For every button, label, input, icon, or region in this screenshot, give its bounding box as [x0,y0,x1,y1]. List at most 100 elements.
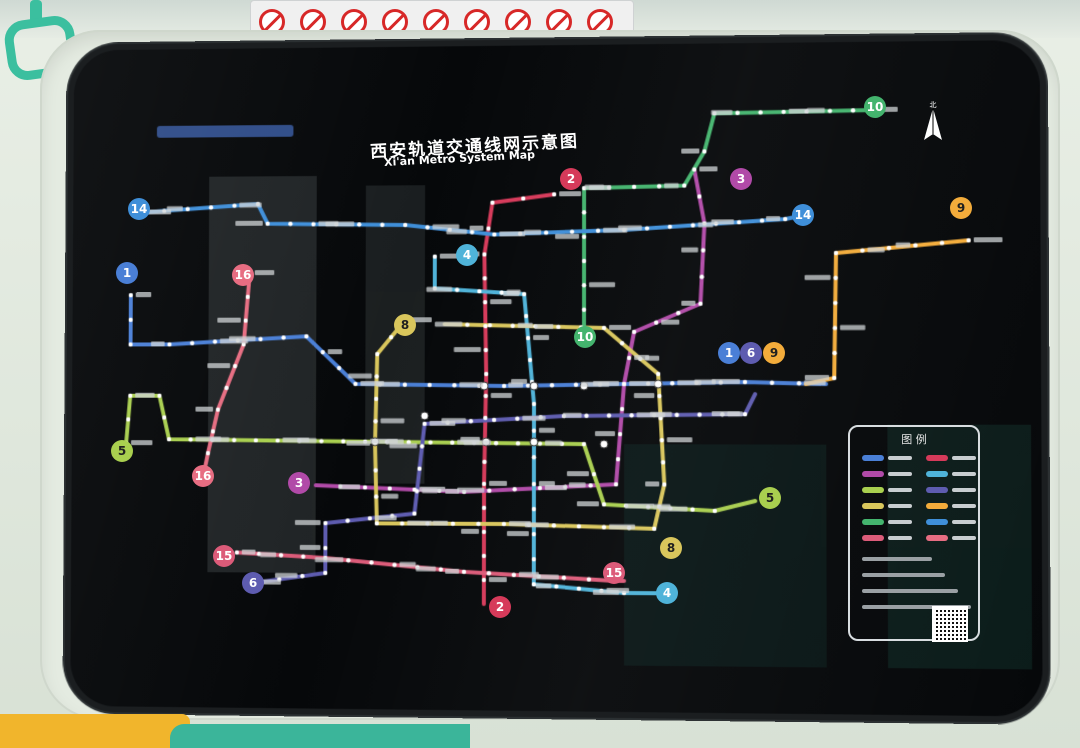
line-badge-4: 4 [656,582,678,604]
station-label-glyphs [381,493,399,499]
station-dot [700,248,706,253]
station-dot [412,511,417,516]
station-label-glyphs [535,583,552,589]
legend-label-glyphs [952,456,976,460]
station-dot [621,381,627,387]
station-dot [346,558,351,563]
station-label-glyphs [524,521,548,527]
line-badge-5: 5 [111,440,133,462]
transfer-station [654,380,662,388]
line-badge-14: 14 [792,204,814,226]
station-label-glyphs [228,336,256,342]
station-label-glyphs [609,324,632,330]
station-label-glyphs [538,480,555,486]
station-label-glyphs [491,393,513,399]
station-dot [483,347,489,353]
station-label-glyphs [254,270,275,276]
station-dot [353,381,358,387]
station-label-glyphs [299,544,321,550]
station-label-glyphs [589,185,612,191]
station-dot [670,381,675,386]
station-label-glyphs [560,191,582,197]
station-label-glyphs [346,440,371,446]
station-label-glyphs [566,471,589,477]
station-label-glyphs [239,202,262,208]
station-dot [591,472,597,477]
station-label-glyphs [666,437,693,443]
station-dot [629,413,634,418]
line-badge-10: 10 [864,96,886,118]
station-label-glyphs [698,222,714,228]
legend-label-glyphs [952,520,976,524]
line-badge-3: 3 [730,168,752,190]
station-dot [392,562,397,568]
station-label-glyphs [711,219,734,225]
station-dot [531,428,537,433]
legend-label-glyphs [888,520,912,524]
legend-label-glyphs [888,536,912,540]
station-dot [482,276,487,281]
station-dot [586,577,592,582]
station-dot [526,383,531,389]
station-dot [492,232,497,237]
station-label-glyphs [426,286,453,292]
station-label-glyphs [259,552,277,558]
station-dot [659,438,665,443]
station-label-glyphs [661,319,680,325]
station-dot [419,444,425,449]
station-label-glyphs [241,549,256,555]
station-dot [570,229,575,235]
station-label-glyphs [457,488,485,494]
station-label-glyphs [407,520,433,526]
station-dot [595,228,601,234]
station-label-glyphs [658,506,688,512]
station-label-glyphs [681,247,699,253]
station-label-glyphs [506,530,529,536]
station-label-glyphs [664,183,679,189]
station-dot [699,274,704,280]
station-label-glyphs [804,374,830,381]
station-label-glyphs [376,381,400,387]
station-dot [698,301,703,306]
station-dot [373,419,378,424]
station-label-glyphs [360,380,385,386]
station-dot [425,225,430,230]
station-label-glyphs [681,300,696,306]
line-badge-15: 15 [603,562,625,584]
station-label-glyphs [650,411,672,417]
station-dot [654,320,659,325]
station-label-glyphs [538,427,555,433]
legend-swatch-line-5 [862,487,884,493]
station-label-glyphs [490,299,512,305]
station-label-glyphs [681,148,700,154]
legend-label-glyphs [952,472,976,476]
station-dot [402,382,408,387]
station-label-glyphs [415,566,436,572]
station-label-glyphs [432,520,448,526]
station-dot [374,494,379,499]
station-dot [367,516,373,521]
station-label-glyphs [461,529,480,535]
station-dot [512,487,517,492]
station-label-glyphs [535,324,554,330]
station-dot [676,310,681,316]
north-arrow-icon: 北 [924,101,942,140]
station-dot [469,229,475,235]
station-label-glyphs [592,589,620,595]
station-label-glyphs [399,561,416,568]
line-badge-15: 15 [213,545,235,567]
station-dot [501,521,507,527]
legend-swatch-line-3 [862,471,884,477]
station-label-glyphs [645,481,660,487]
station-dot [388,335,394,340]
legend-swatch-line-9 [926,503,948,509]
station-dot [374,521,379,526]
station-label-glyphs [434,321,463,327]
station-dot [697,194,702,199]
station-dot [487,323,493,328]
station-dot [573,382,578,387]
station-label-glyphs [895,242,911,248]
station-label-glyphs [453,347,481,353]
station-label-glyphs [653,503,671,510]
station-label-glyphs [711,379,740,385]
